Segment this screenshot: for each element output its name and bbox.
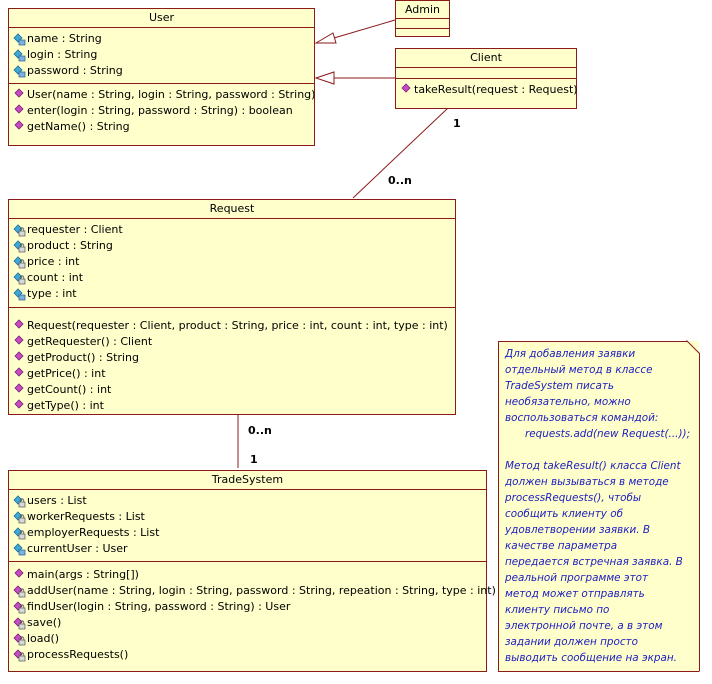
class-admin-attributes <box>396 19 449 29</box>
method-lock-icon <box>12 632 26 646</box>
class-client-attributes <box>396 68 576 79</box>
class-admin-operations <box>396 29 449 38</box>
field-key-icon <box>12 287 26 301</box>
class-request-name: Request <box>9 200 455 219</box>
field-key-icon <box>12 64 26 78</box>
field-key-icon <box>12 542 26 556</box>
class-user-name: User <box>9 9 314 28</box>
operation-row: getCount() : int <box>12 382 455 398</box>
method-diamond-icon <box>12 399 26 413</box>
attribute-row: employerRequests : List <box>12 525 486 541</box>
method-lock-icon <box>12 648 26 662</box>
field-lock-icon <box>12 239 26 253</box>
operation-row: processRequests() <box>12 647 486 663</box>
multiplicity-tradesystem-end: 1 <box>250 453 258 466</box>
operation-row: getType() : int <box>12 398 455 414</box>
attribute-row: requester : Client <box>12 222 455 238</box>
method-diamond-icon <box>12 351 26 365</box>
method-diamond-icon <box>399 83 413 97</box>
class-tradesystem-attributes: users : List workerRequests : List emplo… <box>9 490 486 562</box>
class-request-operations: Request(requester : Client, product : St… <box>9 308 455 417</box>
attribute-row: currentUser : User <box>12 541 486 557</box>
class-user-operations: User(name : String, login : String, pass… <box>9 84 315 138</box>
field-lock-icon <box>12 271 26 285</box>
operation-row: getRequester() : Client <box>12 334 455 350</box>
class-client-name: Client <box>396 49 576 68</box>
class-tradesystem-operations: main(args : String[]) addUser(name : Str… <box>9 562 496 666</box>
attribute-row: workerRequests : List <box>12 509 486 525</box>
class-tradesystem[interactable]: TradeSystem users : List workerRequests … <box>8 470 496 672</box>
attribute-row: product : String <box>12 238 455 254</box>
method-diamond-icon <box>12 120 26 134</box>
class-tradesystem-name: TradeSystem <box>9 471 486 490</box>
attribute-row: price : int <box>12 254 455 270</box>
client-request-association <box>352 107 449 199</box>
operation-row: getProduct() : String <box>12 350 455 366</box>
operation-row: save() <box>12 615 486 631</box>
operation-row: main(args : String[]) <box>12 567 486 583</box>
admin-generalization-arrowhead <box>314 32 337 44</box>
attribute-row: name : String <box>12 31 314 47</box>
class-request[interactable]: Request requester : Client product : Str… <box>8 199 456 415</box>
method-diamond-icon <box>12 367 26 381</box>
class-admin[interactable]: Admin <box>395 0 450 37</box>
field-lock-icon <box>12 510 26 524</box>
multiplicity-request-end-bottom: 0..n <box>248 424 272 437</box>
class-user-attributes: name : String login : String password : … <box>9 28 314 84</box>
attribute-row: count : int <box>12 270 455 286</box>
attribute-row: password : String <box>12 63 314 79</box>
class-request-attributes: requester : Client product : String pric… <box>9 219 455 308</box>
client-generalization-arrowhead <box>314 71 335 85</box>
attribute-row: users : List <box>12 493 486 509</box>
field-lock-icon <box>12 494 26 508</box>
class-admin-name: Admin <box>396 1 449 19</box>
operation-row: enter(login : String, password : String)… <box>12 103 314 119</box>
method-lock-icon <box>12 584 26 598</box>
operation-row: takeResult(request : Request) <box>399 82 578 98</box>
multiplicity-request-end-top: 0..n <box>388 174 412 187</box>
attribute-row: type : int <box>12 286 455 302</box>
method-diamond-icon <box>12 88 26 102</box>
operation-row: load() <box>12 631 486 647</box>
operation-row: User(name : String, login : String, pass… <box>12 87 315 103</box>
method-diamond-icon <box>12 383 26 397</box>
attribute-row: login : String <box>12 47 314 63</box>
method-diamond-icon <box>12 104 26 118</box>
field-key-icon <box>12 48 26 62</box>
class-client-operations: takeResult(request : Request) <box>396 79 578 101</box>
field-key-icon <box>12 32 26 46</box>
method-lock-icon <box>12 600 26 614</box>
operation-row: Request(requester : Client, product : St… <box>12 318 455 334</box>
method-diamond-icon <box>12 568 26 582</box>
admin-generalization-line <box>333 19 396 39</box>
multiplicity-client-end: 1 <box>453 117 461 130</box>
operation-row: findUser(login : String, password : Stri… <box>12 599 486 615</box>
operation-row: getName() : String <box>12 119 314 135</box>
class-client[interactable]: Client takeResult(request : Request) <box>395 48 578 109</box>
method-diamond-icon <box>12 335 26 349</box>
class-user[interactable]: User name : String login : String passwo… <box>8 8 315 146</box>
field-lock-icon <box>12 255 26 269</box>
comment-note: Для добавления заявки отдельный метод в … <box>498 341 699 672</box>
field-lock-icon <box>12 526 26 540</box>
operation-row: getPrice() : int <box>12 366 455 382</box>
method-diamond-icon <box>12 319 26 333</box>
operation-row: addUser(name : String, login : String, p… <box>12 583 496 599</box>
method-lock-icon <box>12 616 26 630</box>
field-lock-icon <box>12 223 26 237</box>
